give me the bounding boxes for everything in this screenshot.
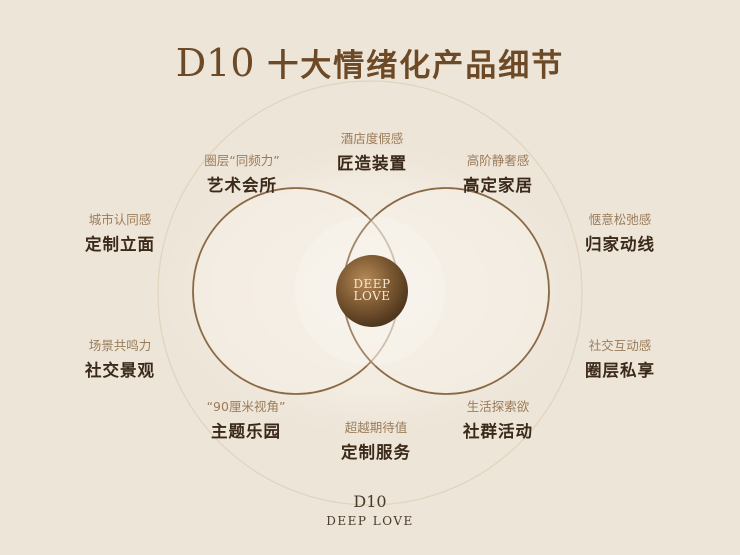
- node-left-lower: 场景共鸣力 社交景观: [50, 338, 190, 381]
- node-bottom-right: 生活探索欲 社群活动: [428, 399, 568, 442]
- node-top: 酒店度假感 匠造装置: [302, 131, 442, 174]
- node-top-right: 高阶静奢感 高定家居: [428, 153, 568, 196]
- node-left-upper: 城市认同感 定制立面: [50, 212, 190, 255]
- node-main: 定制立面: [85, 235, 155, 254]
- center-line2: LOVE: [353, 289, 391, 303]
- center-label: DEEP LOVE: [322, 278, 422, 302]
- node-main: 归家动线: [585, 235, 655, 254]
- node-sub: 圈层“同频力”: [204, 153, 280, 168]
- page-title: D10 十大情绪化产品细节: [0, 40, 740, 85]
- node-main: 社交景观: [85, 361, 155, 380]
- footer-brand: D10: [353, 492, 387, 511]
- node-sub: 惬意松弛感: [588, 212, 652, 227]
- node-sub: 超越期待值: [344, 420, 408, 435]
- node-sub: 城市认同感: [88, 212, 152, 227]
- node-sub: “90厘米视角”: [206, 399, 286, 414]
- node-main: 匠造装置: [337, 154, 407, 173]
- title-text: 十大情绪化产品细节: [267, 48, 565, 84]
- node-main: 定制服务: [341, 443, 411, 462]
- title-brand: D10: [175, 41, 255, 85]
- node-main: 圈层私享: [585, 361, 655, 380]
- footer-logo: D10 DEEP LOVE: [0, 492, 740, 530]
- node-main: 社群活动: [463, 422, 533, 441]
- node-sub: 酒店度假感: [340, 131, 404, 146]
- node-bottom-left: “90厘米视角” 主题乐园: [176, 399, 316, 442]
- node-main: 艺术会所: [207, 176, 277, 195]
- center-line1: DEEP: [353, 277, 391, 291]
- node-sub: 场景共鸣力: [88, 338, 152, 353]
- node-sub: 社交互动感: [588, 338, 652, 353]
- deep-love-badge: [336, 255, 408, 327]
- node-sub: 高阶静奢感: [466, 153, 530, 168]
- outer-circle: [157, 80, 583, 506]
- node-main: 高定家居: [463, 176, 533, 195]
- node-main: 主题乐园: [211, 422, 281, 441]
- node-right-lower: 社交互动感 圈层私享: [550, 338, 690, 381]
- node-sub: 生活探索欲: [466, 399, 530, 414]
- footer-tagline: DEEP LOVE: [326, 514, 414, 528]
- node-bottom: 超越期待值 定制服务: [306, 420, 446, 463]
- node-top-left: 圈层“同频力” 艺术会所: [172, 153, 312, 196]
- node-right-upper: 惬意松弛感 归家动线: [550, 212, 690, 255]
